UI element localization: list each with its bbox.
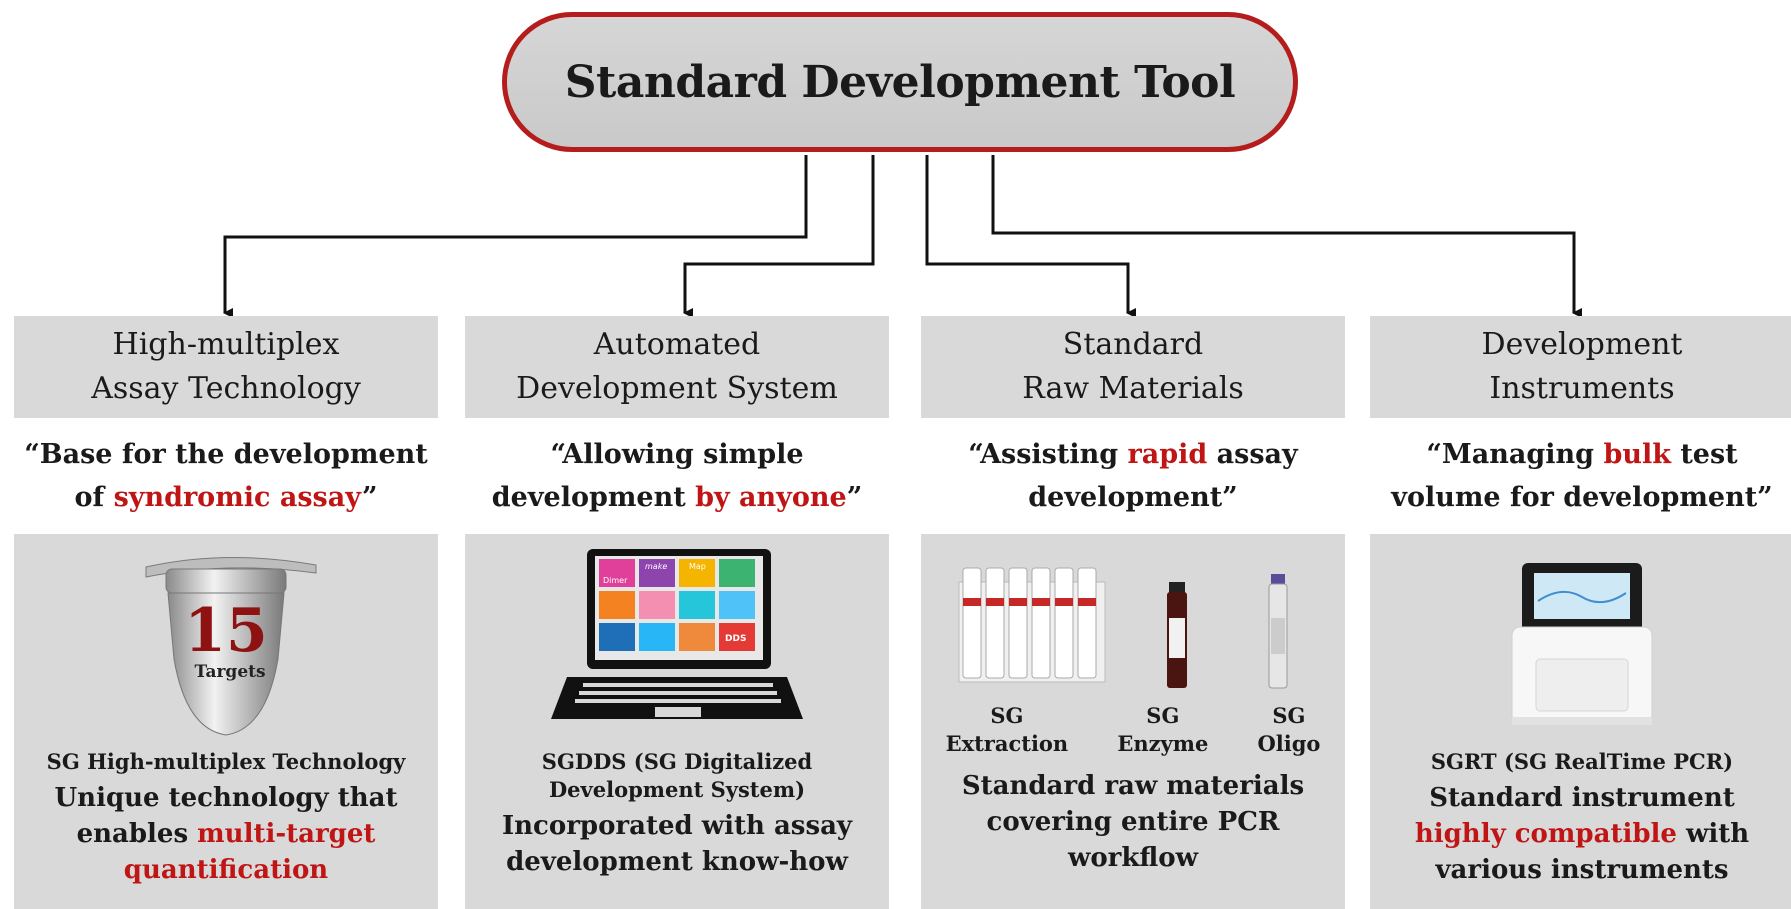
column-quote: “Base for the development of syndromic a…	[24, 439, 428, 513]
root-node: Standard Development Tool	[502, 12, 1298, 152]
product-description: Standard raw materials covering entire P…	[961, 771, 1305, 873]
connector-3	[925, 155, 1136, 318]
root-title: Standard Development Tool	[564, 56, 1236, 108]
svg-text:Dimer: Dimer	[603, 576, 628, 585]
product-name: SG High-multiplex Technology	[46, 749, 406, 774]
instrument-image	[1370, 534, 1791, 744]
column-header: High-multiplex Assay Technology	[14, 316, 438, 418]
column-panel: SGRT (SG RealTime PCR) Standard instrume…	[1370, 534, 1791, 909]
tube-image: 15 Targets	[14, 534, 438, 744]
connector-2	[683, 155, 875, 318]
column-quote: “Assisting rapid assay development”	[968, 439, 1298, 513]
column-instruments: Development Instruments “Managing bulk t…	[1370, 316, 1791, 909]
svg-text:Map: Map	[689, 562, 706, 571]
connector-1	[223, 155, 808, 318]
column-raw-materials: Standard Raw Materials “Assisting rapid …	[921, 316, 1345, 909]
column-header: Standard Raw Materials	[921, 316, 1345, 418]
targets-number: 15	[184, 596, 268, 666]
svg-text:make: make	[645, 562, 667, 571]
svg-text:DDS: DDS	[725, 634, 746, 644]
column-quote: “Managing bulk test volume for developme…	[1391, 439, 1773, 513]
product-name: SGRT (SG RealTime PCR)	[1430, 749, 1734, 774]
product-description: Unique technology that enables multi-tar…	[54, 783, 398, 885]
column-header: Development Instruments	[1370, 316, 1791, 418]
materials-image	[921, 534, 1345, 702]
column-header: Automated Development System	[465, 316, 889, 418]
column-panel: Dimer make Map DDS SGDDS (SG Digitalized…	[465, 534, 889, 909]
pcr-tube-icon: 15 Targets	[145, 557, 317, 736]
product-name: SGDDS (SG Digitalized Development System…	[541, 749, 813, 802]
column-high-multiplex: High-multiplex Assay Technology “Base fo…	[14, 316, 438, 909]
laptop-icon: Dimer make Map DDS	[551, 549, 803, 719]
product-description: Incorporated with assay development know…	[501, 811, 853, 877]
connector-4	[991, 155, 1582, 318]
column-panel: 15 Targets SG High-multiplex Technology …	[14, 534, 438, 909]
column-quote: “Allowing simple development by anyone”	[491, 439, 863, 513]
targets-caption: Targets	[194, 662, 265, 682]
pcr-instrument-icon	[1511, 563, 1653, 725]
column-automated-system: Automated Development System “Allowing s…	[465, 316, 889, 909]
product-description: Standard instrument highly compatible wi…	[1414, 783, 1750, 885]
laptop-image: Dimer make Map DDS	[465, 534, 889, 744]
tubes-icon	[958, 567, 1288, 689]
